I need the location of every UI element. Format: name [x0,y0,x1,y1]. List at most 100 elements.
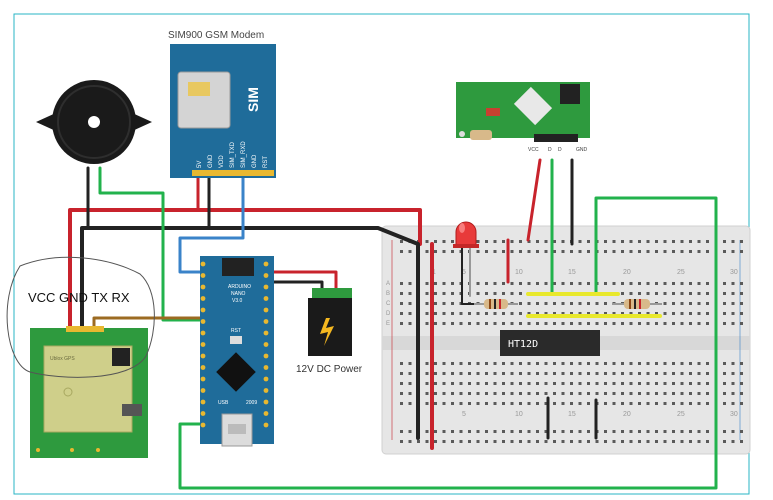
rf-pin-labels: VCC D D GND [528,147,588,153]
breadboard-hole [680,322,684,325]
breadboard-hole [502,292,505,295]
breadboard-hole [578,382,582,385]
breadboard-hole [425,392,429,395]
sim900-modem: SIM900 GSM Modem SIM 5V GND VDD SIM_TXD … [168,30,276,178]
breadboard-hole [536,362,539,365]
arduino-pin [263,353,269,359]
arduino-pin [263,376,269,382]
breadboard-hole [629,312,633,315]
breadboard-hole [476,292,480,295]
breadboard-hole [646,430,650,433]
breadboard-hole [723,302,726,305]
breadboard-hole [502,440,505,443]
breadboard-hole [689,392,692,395]
breadboard-hole [553,372,556,375]
breadboard-hole [604,312,607,315]
breadboard-hole [663,430,667,433]
breadboard-hole [646,392,650,395]
breadboard-hole [604,382,607,385]
breadboard-hole [663,292,667,295]
breadboard-hole [510,250,514,253]
pin-label: SIM_TXD [230,141,236,168]
breadboard-hole [561,430,565,433]
breadboard-hole [442,240,446,243]
breadboard-hole [434,402,437,405]
breadboard-hole [672,292,675,295]
breadboard-hole [629,382,633,385]
breadboard-hole [519,302,522,305]
breadboard-hole [621,312,624,315]
breadboard-hole [731,430,735,433]
breadboard-hole [604,402,607,405]
breadboard-hole [612,322,616,325]
breadboard-hole [612,312,616,315]
breadboard-hole [706,382,709,385]
breadboard-hole [578,362,582,365]
wires [68,158,718,490]
breadboard-hole [646,402,650,405]
breadboard-hole [621,282,624,285]
breadboard-hole [697,362,701,365]
breadboard-hole [485,292,488,295]
breadboard-hole [493,440,497,443]
breadboard-hole [408,322,412,325]
breadboard-hole [544,322,548,325]
breadboard-hole [663,312,667,315]
breadboard-hole [502,362,505,365]
breadboard-hole [451,292,454,295]
breadboard-hole [570,250,573,253]
breadboard-hole [459,372,463,375]
breadboard-hole [612,362,616,365]
breadboard-hole [502,382,505,385]
breadboard-hole [697,322,701,325]
col-number: 20 [623,411,631,418]
breadboard-hole [485,282,488,285]
breadboard-hole [612,382,616,385]
breadboard-hole [672,392,675,395]
breadboard-hole [689,372,692,375]
breadboard-hole [459,402,463,405]
breadboard-hole [451,362,454,365]
breadboard-hole [680,282,684,285]
breadboard-hole [493,292,497,295]
breadboard-hole [553,240,556,243]
breadboard-hole [544,430,548,433]
arduino-version: V3.0 [232,298,243,304]
breadboard-hole [493,250,497,253]
breadboard-hole [451,282,454,285]
arduino-pin [200,399,206,405]
pin-label: 5V [197,161,203,168]
breadboard-hole [646,362,650,365]
led-body [455,221,477,247]
breadboard-hole [638,392,641,395]
breadboard-hole [655,312,658,315]
breadboard-hole [561,402,565,405]
breadboard-hole [570,312,573,315]
reset-button[interactable] [230,336,242,344]
breadboard-hole [561,382,565,385]
breadboard-hole [459,440,463,443]
breadboard-hole [519,362,522,365]
breadboard-hole [468,322,471,325]
breadboard-hole [400,372,403,375]
breadboard-hole [553,282,556,285]
annotation-circle [6,256,155,378]
breadboard-hole [646,312,650,315]
breadboard-hole [485,392,488,395]
breadboard-hole [468,312,471,315]
breadboard-hole [697,372,701,375]
breadboard-hole [425,372,429,375]
breadboard-hole [459,362,463,365]
breadboard-hole [442,250,446,253]
breadboard-hole [434,292,437,295]
breadboard-hole [561,282,565,285]
arduino-nano: ARDUINO NANO V3.0 RST USB 2009 [200,256,274,447]
breadboard-hole [417,440,420,443]
breadboard-hole [451,372,454,375]
wire-black-main [80,226,420,440]
breadboard-hole [502,282,505,285]
breadboard-hole [459,382,463,385]
breadboard-hole [646,292,650,295]
breadboard-hole [527,240,531,243]
breadboard-hole [459,392,463,395]
